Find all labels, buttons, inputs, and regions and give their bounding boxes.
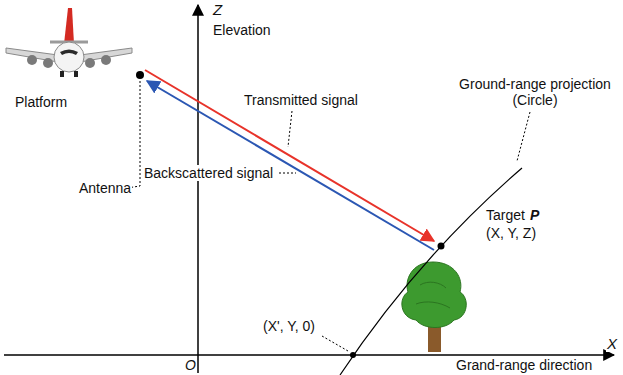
leader-line xyxy=(517,112,530,161)
origin-label: O xyxy=(184,357,197,373)
antenna-label: Antenna xyxy=(78,180,132,196)
target-dot xyxy=(438,243,445,250)
tree-picture xyxy=(402,262,466,352)
leader-line xyxy=(288,111,292,147)
coordinate-label: (X, Y, Z) xyxy=(485,225,537,241)
axis-name: X xyxy=(606,336,618,352)
ground-range-circle xyxy=(340,168,522,375)
airplane-picture xyxy=(6,8,132,77)
x-axis xyxy=(4,354,614,356)
target-label: Target xyxy=(485,207,526,223)
coordinate-label: (X', Y, 0) xyxy=(262,318,316,334)
platform-label: Platform xyxy=(14,94,68,110)
projection-label: Ground-range projection (Circle) xyxy=(451,76,619,108)
target-symbol: P xyxy=(529,207,540,223)
transmitted-arrow xyxy=(145,70,434,241)
leader-line xyxy=(322,336,348,351)
axis-caption: Elevation xyxy=(212,22,272,38)
leader-line xyxy=(127,81,140,188)
antenna-dot xyxy=(136,71,144,79)
signal-label: Backscattered signal xyxy=(143,165,274,181)
leader-line xyxy=(279,173,296,174)
projection-point xyxy=(350,352,356,358)
z-axis xyxy=(197,5,199,373)
axis-caption: Grand-range direction xyxy=(455,357,593,373)
axis-name: Z xyxy=(212,2,223,18)
signal-label: Transmitted signal xyxy=(243,92,359,108)
